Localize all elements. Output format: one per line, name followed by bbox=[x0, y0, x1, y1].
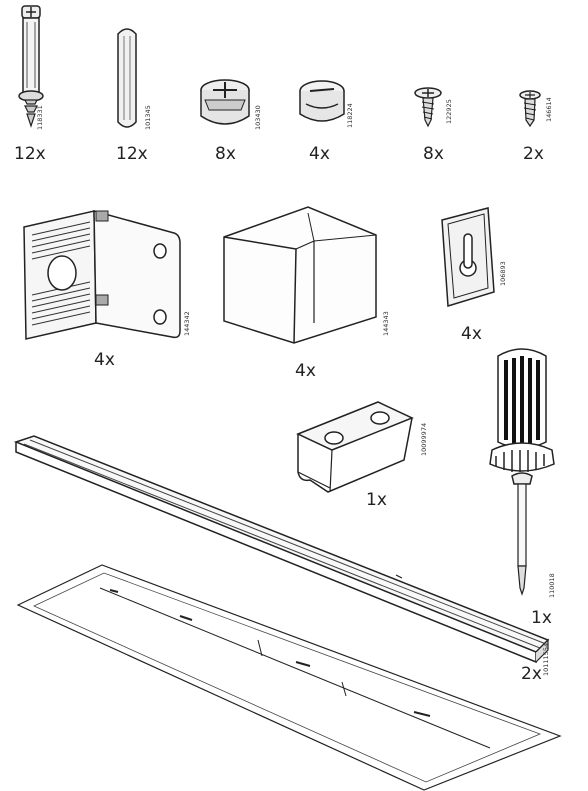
part-quantity: 2x bbox=[521, 664, 542, 684]
part-quantity: 12x bbox=[14, 144, 46, 164]
part-code: 106893 bbox=[499, 261, 507, 286]
dowel-screw-part bbox=[12, 4, 52, 134]
part-code: 10111554 bbox=[542, 642, 550, 676]
part-quantity: 8x bbox=[215, 144, 236, 164]
rail-and-template bbox=[0, 430, 588, 791]
keyhole-hanger-part bbox=[440, 206, 496, 308]
wood-dowel-part bbox=[115, 26, 139, 130]
cam-lock-small-icon bbox=[299, 80, 345, 122]
part-quantity: 2x bbox=[523, 144, 544, 164]
part-quantity: 1x bbox=[531, 608, 552, 628]
part-quantity: 8x bbox=[423, 144, 444, 164]
screw-small-icon bbox=[519, 90, 541, 128]
screw-medium-part bbox=[413, 86, 443, 128]
dowel-screw-icon bbox=[18, 5, 44, 128]
screwdriver-icon bbox=[489, 348, 555, 596]
part-quantity: 1x bbox=[366, 490, 387, 510]
part-quantity: 4x bbox=[461, 324, 482, 344]
bent-bracket-icon bbox=[296, 401, 414, 493]
part-quantity: 4x bbox=[309, 144, 330, 164]
wood-dowel-icon bbox=[117, 28, 137, 128]
bent-bracket-part bbox=[294, 400, 416, 496]
part-code: 146614 bbox=[545, 97, 553, 122]
screw-medium-icon bbox=[414, 87, 442, 128]
corner-block-icon bbox=[223, 206, 377, 344]
rail-icon bbox=[13, 435, 562, 791]
corner-bracket-metal-part bbox=[20, 205, 182, 345]
cam-lock-small-part bbox=[296, 78, 348, 128]
part-quantity: 4x bbox=[295, 361, 316, 381]
part-code: 118224 bbox=[346, 103, 354, 128]
part-code: 103430 bbox=[254, 105, 262, 130]
corner-bracket-icon bbox=[23, 210, 181, 340]
part-code: 122925 bbox=[445, 99, 453, 124]
cam-lock-large-icon bbox=[200, 79, 250, 125]
part-code: 144342 bbox=[183, 311, 191, 336]
part-code: 118331 bbox=[36, 105, 44, 130]
part-quantity: 12x bbox=[116, 144, 148, 164]
part-quantity: 4x bbox=[94, 350, 115, 370]
screwdriver-part bbox=[484, 346, 560, 596]
corner-block-part bbox=[222, 205, 380, 345]
screw-small-part bbox=[518, 90, 542, 128]
part-code: 101345 bbox=[144, 105, 152, 130]
part-code: 144343 bbox=[382, 311, 390, 336]
keyhole-hanger-icon bbox=[441, 207, 495, 307]
cam-lock-large-part bbox=[197, 76, 253, 132]
